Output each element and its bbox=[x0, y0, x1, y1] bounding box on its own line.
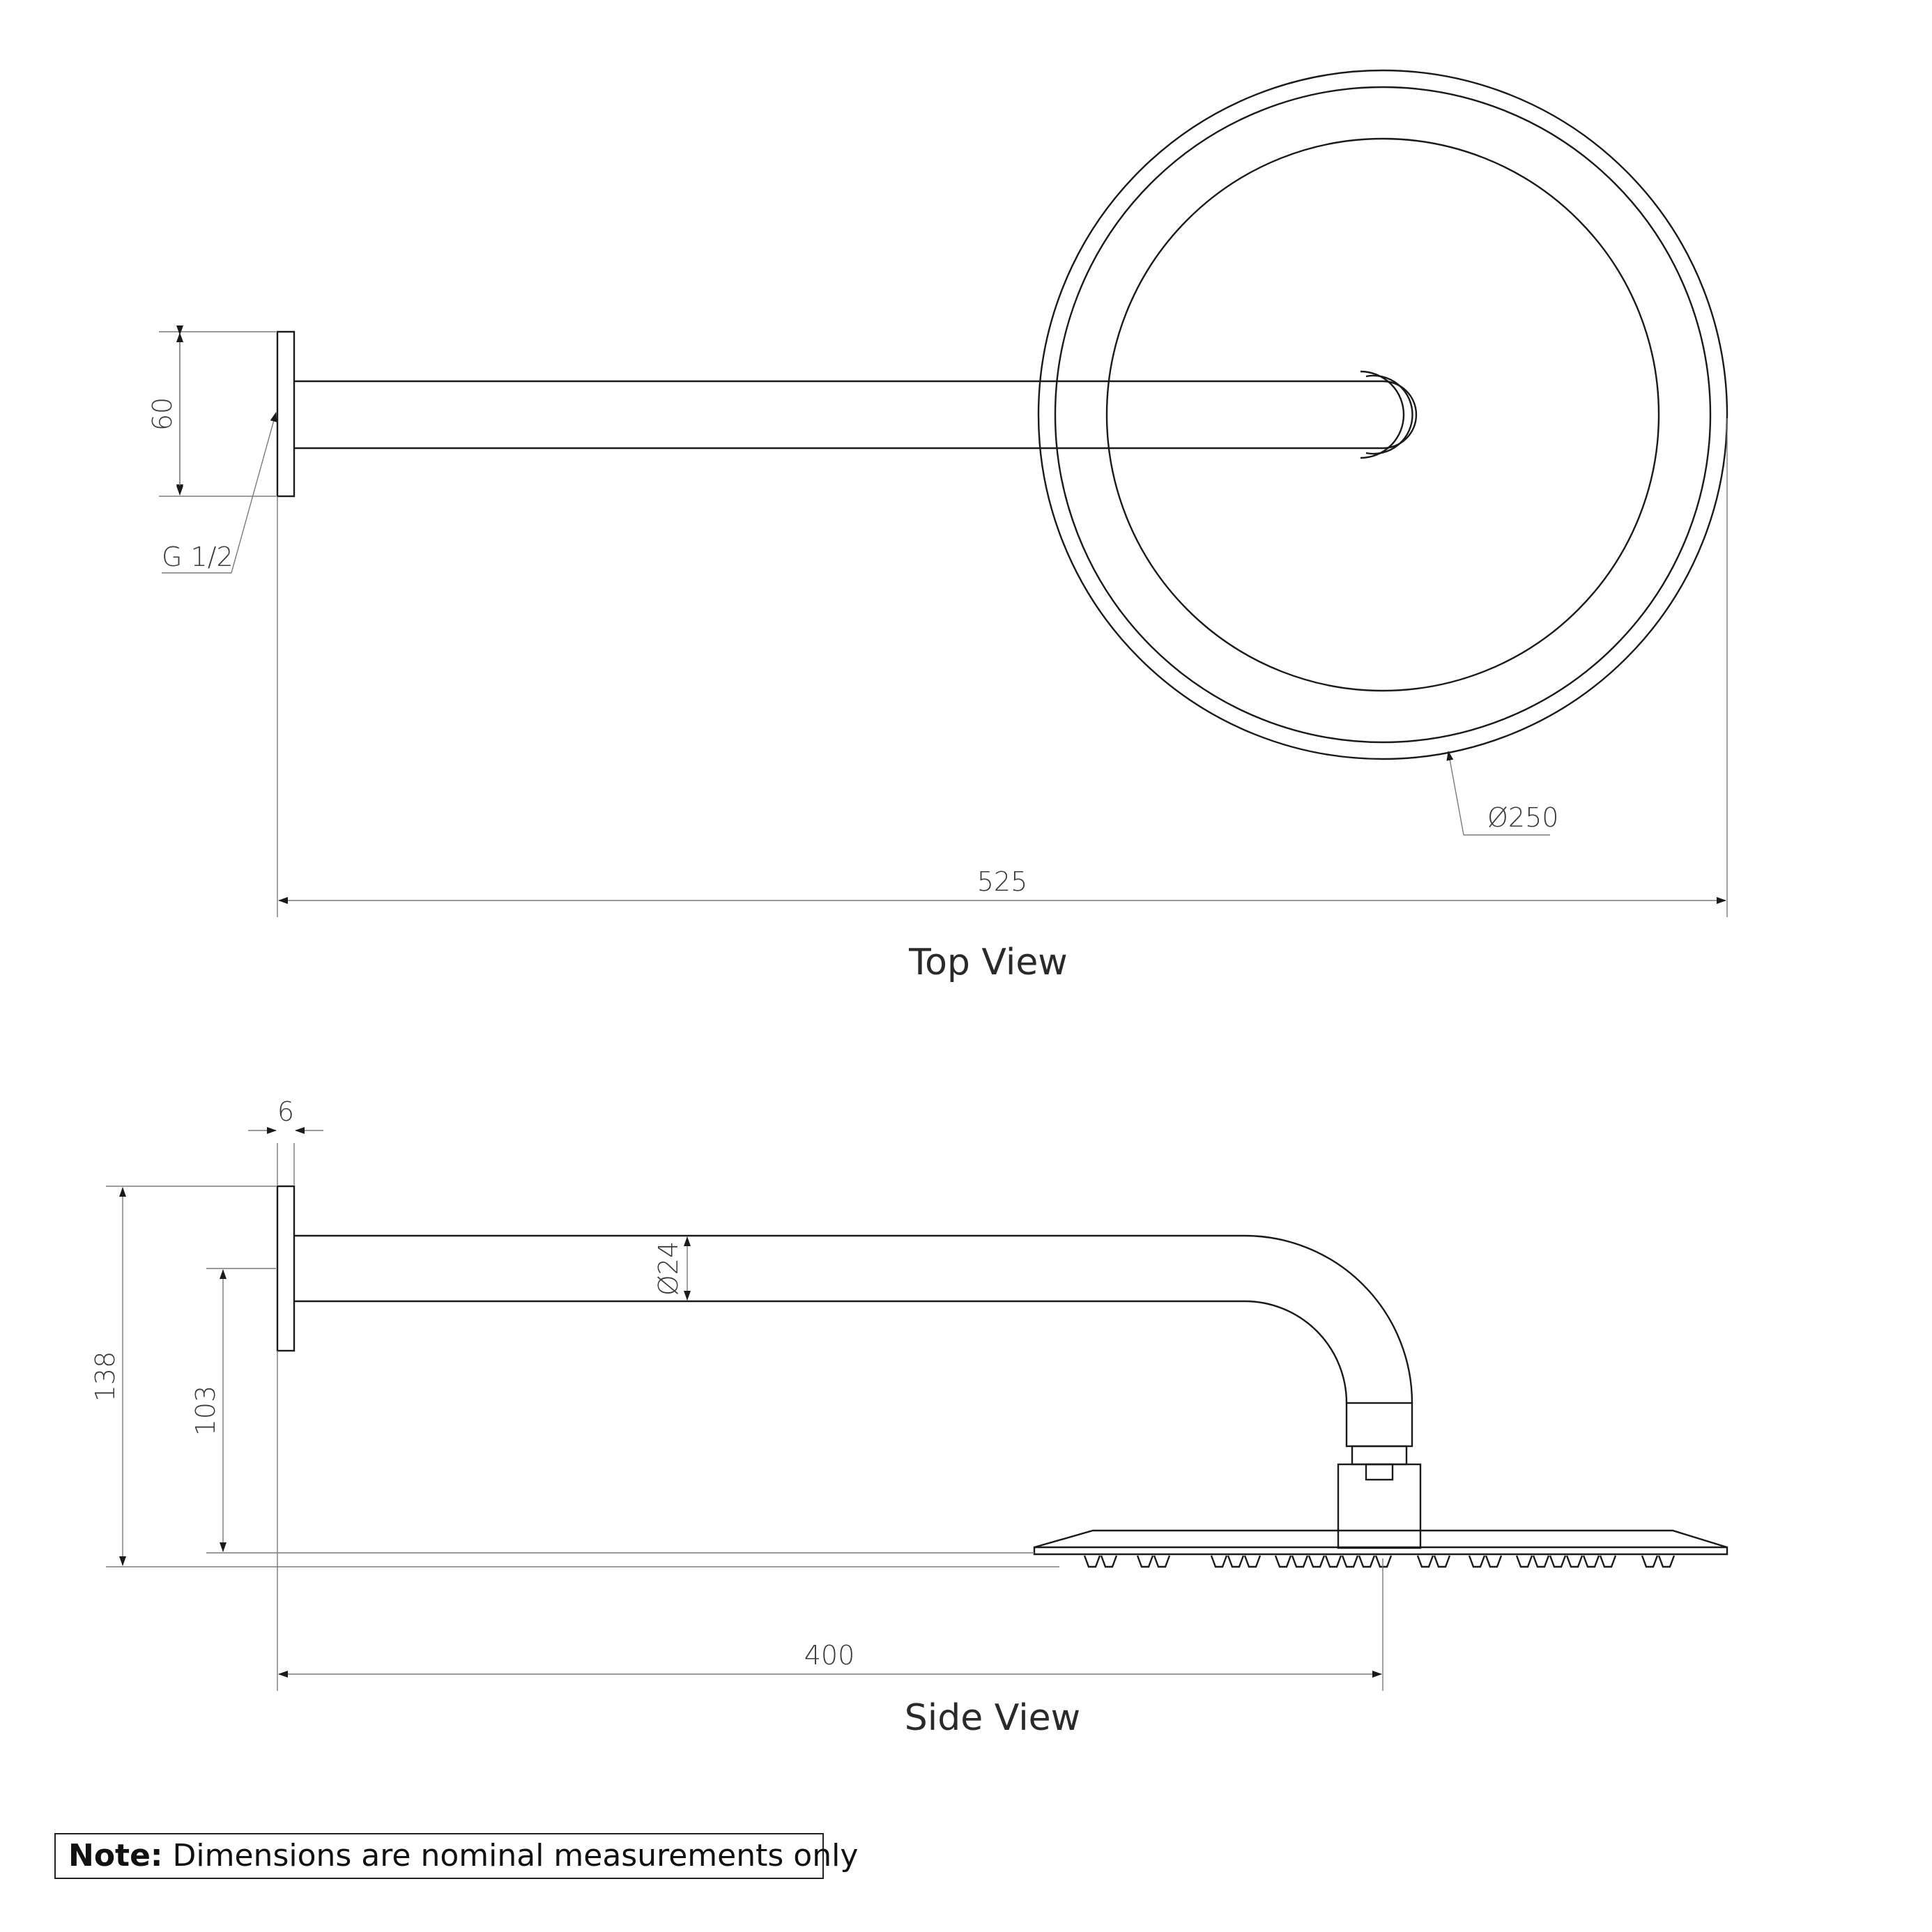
side-view: 6 Ø24 138 103 400 Side View bbox=[90, 1096, 1728, 1739]
dim-arm-height: 103 bbox=[190, 1386, 221, 1436]
dim-flange-height: 60 bbox=[147, 397, 178, 431]
arm-sleeve bbox=[1345, 1402, 1413, 1448]
note-label: Note: bbox=[68, 1838, 163, 1873]
head-plate-side bbox=[1033, 1529, 1728, 1556]
dim-total-height: 138 bbox=[90, 1351, 121, 1402]
swivel-nut bbox=[1351, 1445, 1408, 1466]
head-face bbox=[1105, 137, 1660, 692]
nozzle-row bbox=[1083, 1555, 1676, 1568]
swivel-joint bbox=[1337, 1463, 1422, 1549]
wall-flange-side bbox=[276, 1185, 296, 1352]
note-box: Note: Dimensions are nominal measurement… bbox=[54, 1833, 858, 1879]
dim-thread: G 1/2 bbox=[162, 542, 233, 572]
dim-arm-diameter: Ø24 bbox=[653, 1241, 684, 1296]
top-view: 60 G 1/2 Ø250 525 Top View bbox=[147, 69, 1728, 983]
head-outer-rim bbox=[1037, 69, 1728, 760]
dim-flange-thickness: 6 bbox=[277, 1096, 294, 1127]
head-middle-rim bbox=[1054, 86, 1712, 744]
top-view-title: Top View bbox=[908, 942, 1068, 983]
note-text: Dimensions are nominal measurements only bbox=[162, 1838, 859, 1873]
dim-total-length: 525 bbox=[977, 866, 1028, 897]
dim-projection: 400 bbox=[804, 1640, 855, 1671]
shower-arm-top bbox=[294, 380, 1418, 450]
shower-arm-side bbox=[294, 1234, 1413, 1404]
dim-head-diameter: Ø250 bbox=[1487, 802, 1558, 833]
side-view-title: Side View bbox=[905, 1697, 1080, 1739]
wall-flange-top bbox=[276, 330, 296, 498]
